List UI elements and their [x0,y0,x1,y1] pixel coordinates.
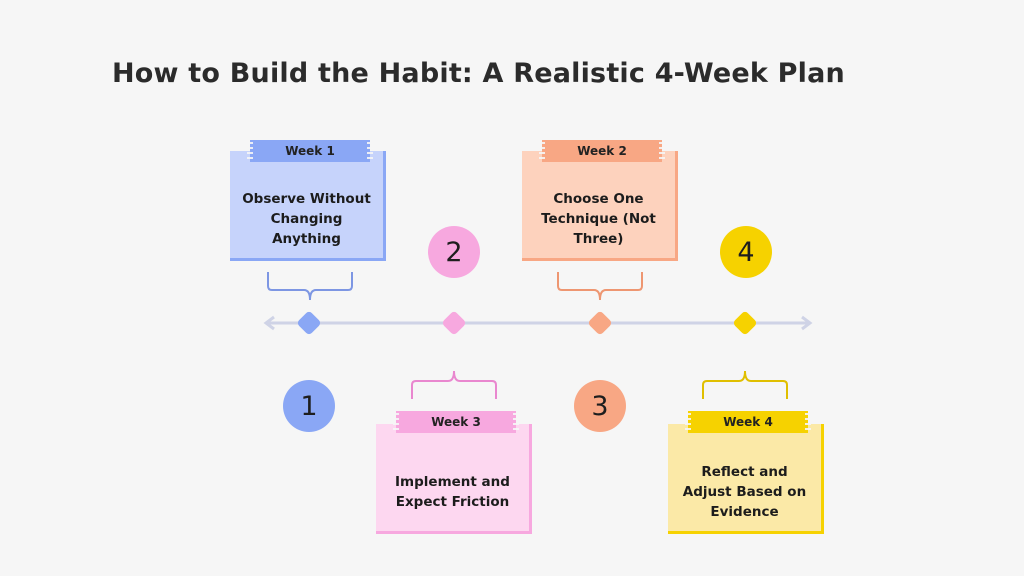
step-number-4: 4 [720,226,772,278]
step-number-3: 3 [574,380,626,432]
week-4-tag: Week 4 [685,411,811,433]
week-4-text: Reflect and Adjust Based on Evidence [682,463,807,520]
week-1-marker [297,311,321,335]
week-2-tag: Week 2 [539,140,665,162]
week-3-brace [411,370,497,399]
week-3-tag: Week 3 [393,411,519,433]
week-3-text: Implement and Expect Friction [395,473,510,510]
week-2-brace [557,272,643,301]
week-2-marker [442,311,466,335]
week-2-text: Choose One Technique (Not Three) [541,190,656,247]
step-number-2: 2 [428,226,480,278]
week-4-marker [733,311,757,335]
arrow-right-icon [801,315,813,331]
week-3-card: Implement and Expect Friction [376,424,532,534]
step-number-1: 1 [283,380,335,432]
week-3-marker [588,311,612,335]
week-1-tag: Week 1 [247,140,373,162]
week-1-card: Observe Without Changing Anything [230,151,386,261]
week-2-card: Choose One Technique (Not Three) [522,151,678,261]
timeline-axis [263,315,813,331]
page-title: How to Build the Habit: A Realistic 4-We… [112,58,845,89]
week-1-text: Observe Without Changing Anything [242,190,371,247]
week-1-brace [267,272,353,301]
arrow-left-icon [263,315,275,331]
week-4-brace [702,370,788,399]
week-4-card: Reflect and Adjust Based on Evidence [668,424,824,534]
